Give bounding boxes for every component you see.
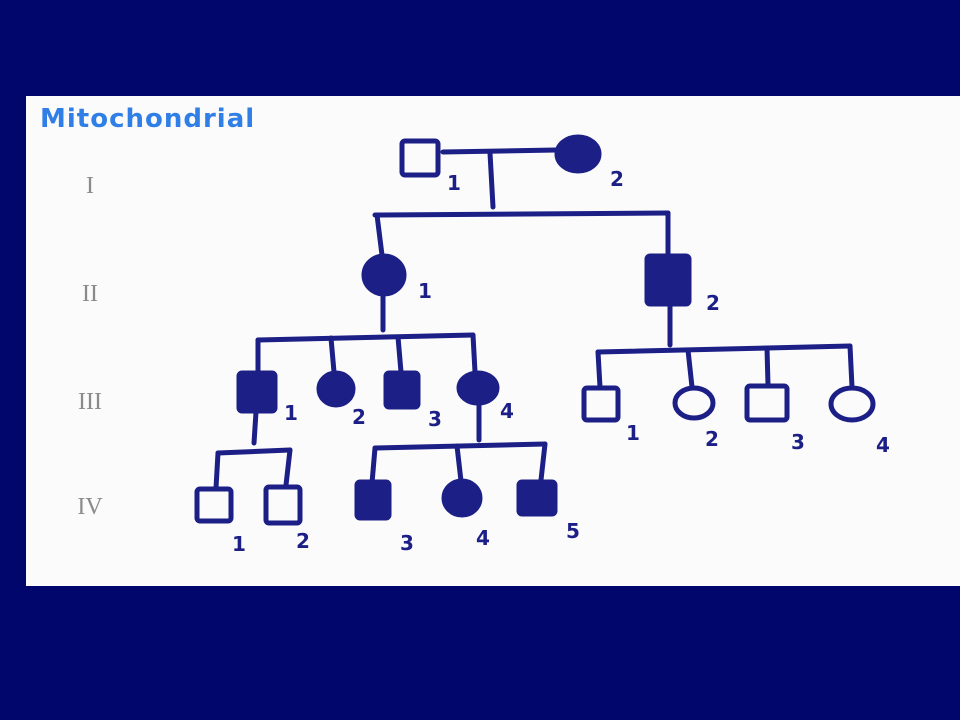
individual-label-iii-4: 4 (500, 399, 514, 423)
pedigree-lines (213, 147, 855, 491)
individual-labels: 1 2 1 2 1 2 3 4 1 2 3 4 1 2 3 4 5 (232, 167, 890, 556)
individual-label-iii-8: 4 (876, 433, 890, 457)
pedigree-male-affected-ii-2 (644, 253, 692, 307)
generation-label-1: I (86, 173, 94, 199)
individual-label-i-1: 1 (447, 171, 461, 195)
generation-label-4: IV (77, 494, 103, 520)
pedigree-male-affected-iii-3 (383, 370, 421, 410)
individual-label-iv-4: 4 (476, 526, 490, 550)
pedigree-male-unaffected-i-1 (399, 138, 441, 178)
pedigree-female-unaffected-iii-8 (828, 385, 876, 423)
pedigree-female-affected-i-2 (554, 134, 602, 174)
pedigree-female-affected-ii-1 (361, 253, 407, 297)
pedigree-male-affected-iii-1 (236, 370, 278, 414)
pedigree-male-unaffected-iv-2 (263, 484, 303, 526)
pedigree-male-unaffected-iii-5 (581, 385, 621, 423)
individual-label-iii-5: 1 (626, 421, 640, 445)
pedigree-symbols (194, 134, 876, 526)
pedigree-female-affected-iv-4 (441, 478, 483, 518)
individual-label-iv-5: 5 (566, 519, 580, 543)
individual-label-iv-1: 1 (232, 532, 246, 556)
pedigree-male-affected-iv-3 (354, 479, 392, 521)
individual-label-ii-1: 1 (418, 279, 432, 303)
generation-label-2: II (82, 281, 98, 307)
pedigree-female-affected-iii-4 (456, 370, 500, 406)
individual-label-iii-7: 3 (791, 430, 805, 454)
individual-label-ii-2: 2 (706, 291, 720, 315)
generation-label-3: III (78, 389, 102, 415)
pedigree-male-affected-iv-5 (516, 479, 558, 517)
individual-label-i-2: 2 (610, 167, 624, 191)
pedigree-male-unaffected-iii-7 (744, 383, 790, 423)
individual-label-iii-6: 2 (705, 427, 719, 451)
pedigree-female-affected-iii-2 (316, 370, 356, 408)
individual-label-iii-3: 3 (428, 407, 442, 431)
diagram-title: Mitochondrial (40, 104, 256, 134)
individual-label-iii-1: 1 (284, 401, 298, 425)
individual-label-iv-3: 3 (400, 531, 414, 555)
individual-label-iv-2: 2 (296, 529, 310, 553)
pedigree-male-unaffected-iv-1 (194, 486, 234, 524)
individual-label-iii-2: 2 (352, 405, 366, 429)
pedigree-female-unaffected-iii-6 (672, 385, 716, 421)
